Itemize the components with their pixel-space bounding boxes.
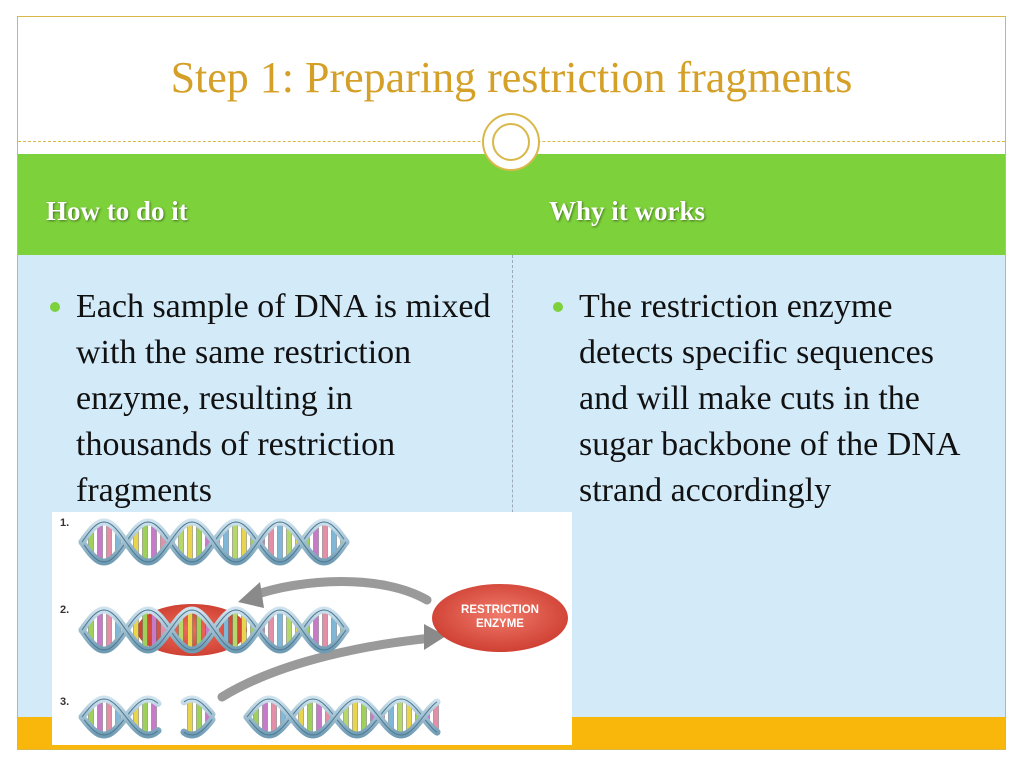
- step-3-label: 3.: [60, 696, 69, 708]
- base-pair: [106, 611, 112, 649]
- arrow-left-icon: [247, 577, 432, 605]
- dna-diagram-svg: 1. 2. 3. RESTRICTION ENZYME: [60, 517, 568, 739]
- step-2-label: 2.: [60, 604, 69, 616]
- base-pair: [142, 610, 148, 650]
- dna-fragment-left: [78, 695, 216, 739]
- base-pair: [277, 609, 283, 651]
- backbone-outline: [81, 609, 347, 651]
- base-pair: [187, 698, 193, 736]
- base-pair: [232, 609, 238, 651]
- dna-restriction-diagram: 1. 2. 3. RESTRICTION ENZYME: [52, 512, 572, 745]
- dna-fragment-right: [243, 695, 441, 739]
- base-pair: [232, 521, 238, 563]
- slide-frame: [17, 16, 1006, 750]
- base-pair: [106, 523, 112, 561]
- base-pair: [142, 699, 148, 735]
- ring-ornament-icon: [482, 113, 540, 171]
- left-column-header: How to do it: [46, 196, 188, 226]
- arrowhead-icon: [424, 624, 446, 650]
- backbone-outline: [81, 698, 213, 736]
- base-pair: [307, 699, 313, 735]
- right-column-header: Why it works: [549, 196, 706, 226]
- base-pair: [322, 521, 328, 563]
- arrow-right-icon: [217, 633, 437, 702]
- base-pair: [97, 699, 103, 735]
- backbone-outline: [246, 698, 438, 736]
- dna-helix-intact: [78, 518, 350, 566]
- left-bullet-text: Each sample of DNA is mixed with the sam…: [76, 288, 491, 509]
- backbone-outline: [81, 698, 213, 736]
- column-divider: [512, 255, 513, 717]
- enzyme-label-line1: RESTRICTION: [461, 604, 539, 616]
- dna-helix-enzyme-bound: [78, 606, 350, 654]
- step-1-label: 1.: [60, 517, 69, 529]
- base-pair: [187, 522, 193, 562]
- enzyme-label-line2: ENZYME: [476, 618, 524, 630]
- bullet-dot-icon: [553, 302, 563, 312]
- base-pair: [352, 698, 358, 736]
- restriction-enzyme: [432, 584, 568, 652]
- base-pair: [397, 698, 403, 736]
- arrowhead-icon: [238, 582, 264, 608]
- bullet-dot-icon: [50, 302, 60, 312]
- right-bullet-text: The restriction enzyme detects specific …: [579, 288, 959, 509]
- backbone-outline: [81, 521, 347, 563]
- base-pair: [262, 699, 268, 735]
- base-pair: [97, 610, 103, 650]
- base-pair: [322, 609, 328, 651]
- base-pair: [277, 521, 283, 563]
- base-pair: [142, 522, 148, 562]
- base-pair: [187, 610, 193, 650]
- slide-title: Step 1: Preparing restriction fragments: [170, 53, 853, 102]
- base-pair: [97, 522, 103, 562]
- backbone-outline: [246, 698, 438, 736]
